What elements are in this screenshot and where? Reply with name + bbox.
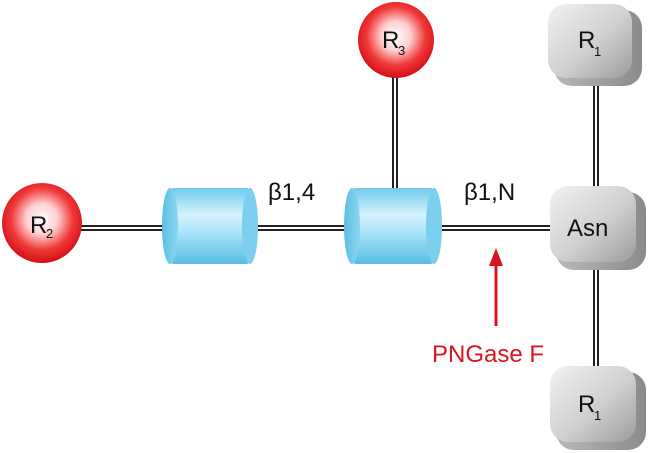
r1-top-main: R xyxy=(578,27,595,54)
r1-bottom-main: R xyxy=(578,391,595,418)
r2-sphere: R 2 xyxy=(2,183,82,263)
asn-label: Asn xyxy=(567,215,608,242)
r1-bottom-box: R 1 xyxy=(550,366,646,450)
r2-main: R xyxy=(30,212,47,239)
bond-label-beta14: β1,4 xyxy=(268,179,315,206)
enzyme-label: PNGase F xyxy=(432,341,544,368)
r2-sub: 2 xyxy=(46,226,53,241)
r1-bottom-sub: 1 xyxy=(594,408,601,423)
bond-label-beta1n: β1,N xyxy=(464,179,515,206)
asn-box: Asn xyxy=(550,186,646,270)
cleavage-arrow xyxy=(489,248,503,326)
r3-main: R xyxy=(382,27,399,54)
r3-sub: 3 xyxy=(398,43,405,58)
sugar-cylinder-right xyxy=(344,188,442,264)
r1-top-box: R 1 xyxy=(548,4,642,86)
sugar-cylinder-left xyxy=(162,188,258,264)
r1-top-sub: 1 xyxy=(594,44,601,59)
r3-sphere: R 3 xyxy=(358,2,434,78)
